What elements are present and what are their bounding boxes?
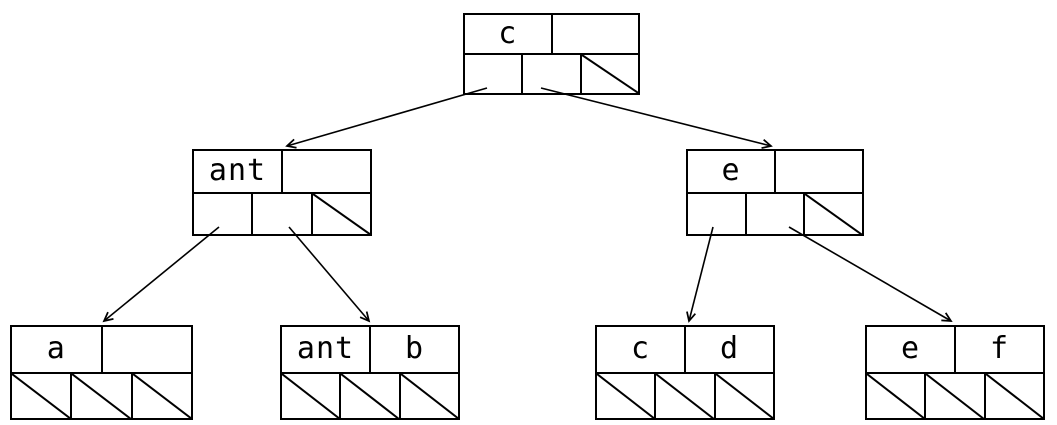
null-pointer-slash <box>133 374 191 419</box>
key-cell <box>776 151 862 192</box>
pointer-cell <box>597 373 657 419</box>
tree-edge-root-to-e <box>540 87 773 149</box>
key-row: c <box>465 15 638 55</box>
key-row: ant b <box>282 327 458 374</box>
pointer-row <box>12 373 191 419</box>
key-row: c d <box>597 327 773 374</box>
pointer-row <box>465 55 638 93</box>
key-cell <box>283 151 370 192</box>
key-cell: c <box>465 15 553 53</box>
pointer-row <box>867 373 1043 419</box>
null-pointer-slash <box>926 374 983 419</box>
pointer-cell <box>401 374 458 419</box>
pointer-cell <box>313 194 370 235</box>
null-pointer-slash <box>282 374 339 419</box>
null-pointer-slash <box>716 374 773 419</box>
pointer-cell <box>341 373 401 419</box>
null-pointer-slash <box>401 374 458 419</box>
null-pointer-slash <box>12 374 70 419</box>
key-cell: d <box>719 331 740 367</box>
pointer-cell <box>986 374 1043 419</box>
pointer-row <box>597 373 773 419</box>
key-cell: f <box>989 331 1010 367</box>
null-pointer-slash <box>656 374 713 419</box>
null-pointer-slash <box>341 374 398 419</box>
key-cell: a <box>12 327 103 372</box>
null-pointer-slash <box>582 55 638 93</box>
null-pointer-slash <box>805 194 862 235</box>
key-row: a <box>12 327 191 374</box>
key-cell <box>103 327 192 372</box>
pointer-cell <box>688 193 747 234</box>
tree-edge-root-to-ant <box>285 87 488 149</box>
key-cell: c <box>597 327 686 372</box>
pointer-cell <box>253 193 313 234</box>
pointer-cell <box>72 373 133 419</box>
pointer-cell <box>926 373 986 419</box>
tree-node-root: c <box>463 13 640 95</box>
tree-node-leaf-e-f: e f <box>865 325 1045 420</box>
pointer-cell <box>282 373 342 419</box>
key-cell: ant <box>282 327 371 372</box>
pointer-cell <box>867 373 927 419</box>
pointer-cell <box>194 193 254 234</box>
null-pointer-slash <box>867 374 924 419</box>
null-pointer-slash <box>313 194 370 235</box>
key-row: ant <box>194 151 370 194</box>
tree-node-e: e <box>686 149 864 236</box>
pointer-cell <box>12 373 73 419</box>
tree-node-leaf-ant-b: ant b <box>280 325 460 420</box>
tree-node-leaf-a: a <box>10 325 193 420</box>
pointer-cell <box>523 55 582 93</box>
tree-node-leaf-c-d: c d <box>595 325 775 420</box>
tree-edge-ant-to-leaf-ant-b <box>288 226 371 323</box>
pointer-cell <box>805 194 862 235</box>
key-cell: e <box>867 327 956 372</box>
pointer-cell <box>656 373 716 419</box>
pointer-cell <box>582 55 638 93</box>
tree-edge-e-to-leaf-e-f <box>788 226 953 322</box>
pointer-row <box>282 373 458 419</box>
key-cell: e <box>688 151 776 192</box>
null-pointer-slash <box>597 374 654 419</box>
pointer-row <box>688 193 862 235</box>
key-row: e f <box>867 327 1043 374</box>
key-cell: ant <box>194 151 283 192</box>
pointer-cell <box>747 193 806 234</box>
null-pointer-slash <box>72 374 130 419</box>
null-pointer-slash <box>986 374 1043 419</box>
key-cell: b <box>404 331 425 367</box>
tree-node-ant: ant <box>192 149 372 236</box>
pointer-row <box>194 193 370 235</box>
pointer-cell <box>465 55 524 93</box>
pointer-cell <box>133 374 191 419</box>
tree-edge-e-to-leaf-c-d <box>686 226 714 323</box>
key-row: e <box>688 151 862 194</box>
tree-edge-ant-to-leaf-a <box>102 226 220 323</box>
key-cell <box>553 15 639 53</box>
pointer-cell <box>716 374 773 419</box>
